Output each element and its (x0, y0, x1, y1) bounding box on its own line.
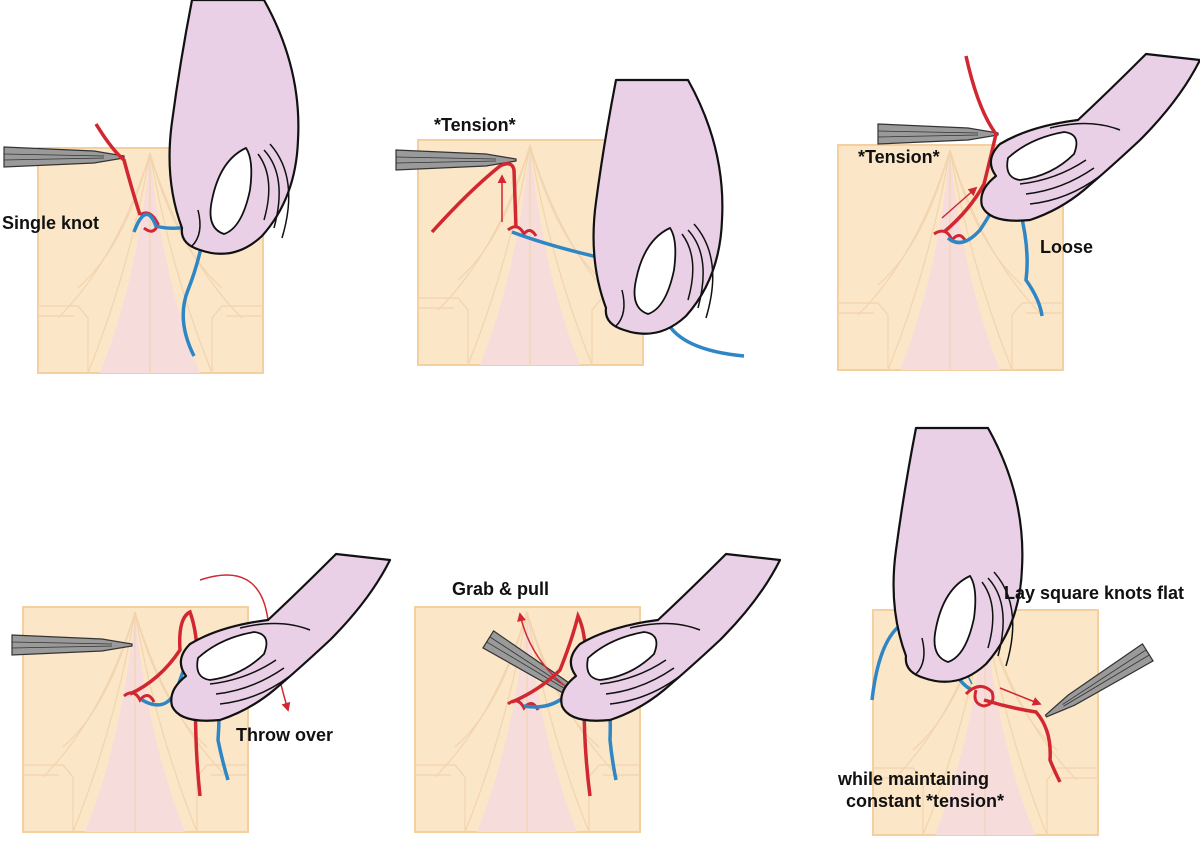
label-single-knot: Single knot (2, 213, 100, 233)
panel-6 (870, 426, 1154, 836)
tension-arrow (941, 186, 978, 219)
lay-flat-arrow (999, 687, 1042, 706)
hand-icon (980, 52, 1200, 222)
label-while-maintaining: while maintaining (838, 769, 990, 789)
hand-icon (592, 78, 724, 335)
suture-red (94, 123, 142, 216)
panel-4 (11, 552, 392, 833)
label-lay-square-knots-flat: Lay square knots flat (1004, 583, 1185, 603)
suture-red (129, 609, 202, 797)
label-constant-tension: constant *tension* (846, 791, 1005, 811)
label-grab-pull: Grab & pull (452, 579, 550, 599)
label-tension: *Tension* (858, 147, 940, 167)
suture-red (942, 55, 998, 234)
panel-2 (395, 78, 745, 366)
panel-5 (414, 552, 782, 833)
suture-red (983, 698, 1062, 783)
needle-driver-icon (877, 123, 999, 145)
panel-1 (3, 0, 300, 374)
knot (123, 691, 156, 703)
label-throw-over: Throw over (236, 725, 334, 745)
knot (507, 225, 538, 237)
knot (507, 699, 540, 711)
suture-red (511, 610, 592, 797)
panel-3 (837, 52, 1200, 371)
suture-red (430, 162, 518, 234)
hand-icon (168, 0, 300, 255)
pull-arrow (517, 612, 571, 691)
label-tension: *Tension* (434, 115, 516, 135)
hand-icon (560, 552, 782, 722)
label-loose: Loose (1040, 237, 1094, 257)
